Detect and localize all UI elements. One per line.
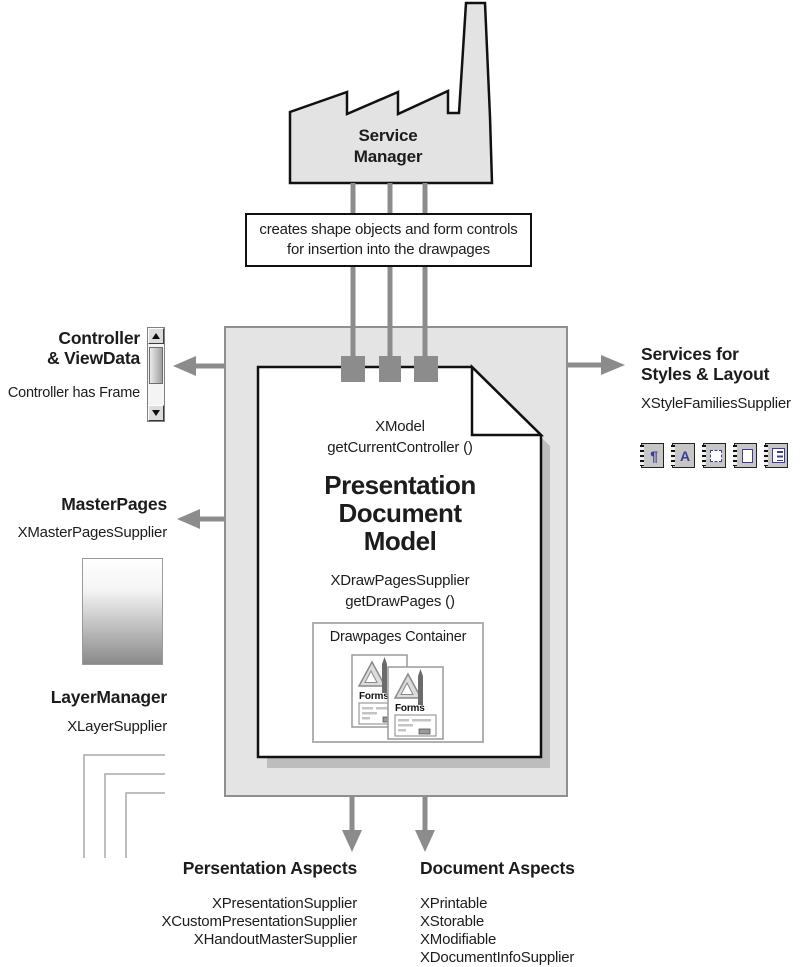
layer-supplier-label: XLayerSupplier <box>67 718 167 735</box>
paragraph-glyph: ¶ <box>650 447 658 464</box>
scroll-down-icon <box>152 410 160 416</box>
model-title: Presentation Document Model <box>258 471 542 555</box>
scrollbar-illustration <box>147 327 165 422</box>
document-arrow-head <box>415 830 435 852</box>
drawpages-container-title: Drawpages Container <box>329 629 467 645</box>
model-title-line3: Model <box>363 526 437 556</box>
forms-label: Forms <box>395 703 425 714</box>
controller-block: Controller & ViewData Controller has Fra… <box>0 328 140 401</box>
numbering-styles-icon <box>764 443 788 468</box>
document-aspects-title: Document Aspects <box>420 858 575 878</box>
xdrawpagessupplier-label: XDrawPagesSupplier <box>330 572 470 589</box>
list-item: XHandoutMasterSupplier <box>193 931 357 948</box>
list-item: XStorable <box>420 913 485 930</box>
service-manager-label: Service Manager <box>308 125 468 167</box>
creates-note-line2: for insertion into the drawpages <box>287 241 490 258</box>
list-item: XModifiable <box>420 931 497 948</box>
paragraph-styles-icon: ¶ <box>640 443 664 468</box>
layer-stack-line-2 <box>104 773 165 858</box>
scroll-up-icon <box>152 333 160 339</box>
character-glyph: A <box>680 447 690 464</box>
presentation-aspects-title: Persentation Aspects <box>182 858 358 878</box>
list-item: XPrintable <box>420 895 488 912</box>
presentation-arrow-head <box>342 830 362 852</box>
creates-note-line1: creates shape objects and form controls <box>259 221 518 238</box>
services-title-line1: Services for <box>641 344 739 364</box>
forms-label: Forms <box>359 691 389 702</box>
model-page-text: XModel getCurrentController () Presentat… <box>258 416 542 612</box>
connector-square-3 <box>414 356 438 382</box>
layermanager-block: LayerManager XLayerSupplier <box>0 687 167 735</box>
layer-stack-line-3 <box>125 792 165 858</box>
drawpage-icons: Forms Forms <box>351 654 444 740</box>
layermanager-title: LayerManager <box>50 687 167 707</box>
services-styles-block: Services for Styles & Layout XStyleFamil… <box>641 344 791 412</box>
getdrawpages-label: getDrawPages () <box>345 593 455 610</box>
creates-note-box: creates shape objects and form controls … <box>245 213 532 267</box>
document-aspects-block: Document Aspects XPrintable XStorable XM… <box>420 858 720 967</box>
controller-arrow-head <box>173 356 196 376</box>
controller-note: Controller has Frame <box>7 385 140 401</box>
masterpages-arrow-head <box>177 509 200 529</box>
style-family-icons-row: ¶ A <box>640 443 788 468</box>
icon-binding <box>702 445 706 466</box>
frame-styles-icon <box>702 443 726 468</box>
masterpages-title: MasterPages <box>61 494 167 514</box>
layer-stack-line-1 <box>83 754 165 858</box>
icon-binding <box>640 445 644 466</box>
frame-glyph <box>710 449 722 462</box>
model-title-line2: Document <box>338 498 462 528</box>
numbering-glyph <box>771 448 785 463</box>
scrollbar-thumb <box>149 347 163 384</box>
drawpage-icon-front: Forms <box>387 666 444 740</box>
icon-binding <box>671 445 675 466</box>
masterpage-thumbnail <box>82 558 163 665</box>
service-manager-line1: Service <box>358 126 418 145</box>
style-families-supplier-label: XStyleFamiliesSupplier <box>641 395 791 412</box>
scrollbar-down-button <box>148 405 164 421</box>
connector-square-2 <box>379 356 401 382</box>
services-arrow-head <box>601 355 625 375</box>
list-item: XDocumentInfoSupplier <box>420 949 575 966</box>
scrollbar-up-button <box>148 328 164 344</box>
presentation-aspects-block: Persentation Aspects XPresentationSuppli… <box>57 858 357 949</box>
icon-binding <box>764 445 768 466</box>
character-styles-icon: A <box>671 443 695 468</box>
controller-title-line1: Controller <box>58 328 140 348</box>
services-title-line2: Styles & Layout <box>641 363 770 384</box>
page-glyph <box>741 448 753 463</box>
masterpages-block: MasterPages XMasterPagesSupplier <box>0 494 168 541</box>
masterpages-supplier-label: XMasterPagesSupplier <box>17 524 168 541</box>
list-item: XCustomPresentationSupplier <box>161 913 357 930</box>
connector-square-1 <box>341 356 365 382</box>
presentation-aspects-list: XPresentationSupplier XCustomPresentatio… <box>57 895 357 949</box>
xmodel-label: XModel <box>375 418 425 435</box>
controller-title-line2: & ViewData <box>47 347 140 368</box>
page-fold-corner <box>470 364 545 437</box>
drawpages-container: Drawpages Container Forms <box>312 622 484 743</box>
document-aspects-list: XPrintable XStorable XModifiable XDocume… <box>420 895 720 967</box>
icon-binding <box>733 445 737 466</box>
page-styles-icon <box>733 443 757 468</box>
factory-shape <box>288 1 494 185</box>
getcurrentcontroller-label: getCurrentController () <box>327 439 473 456</box>
service-manager-line2: Manager <box>353 147 423 166</box>
list-item: XPresentationSupplier <box>211 895 357 912</box>
model-title-line1: Presentation <box>324 470 476 500</box>
